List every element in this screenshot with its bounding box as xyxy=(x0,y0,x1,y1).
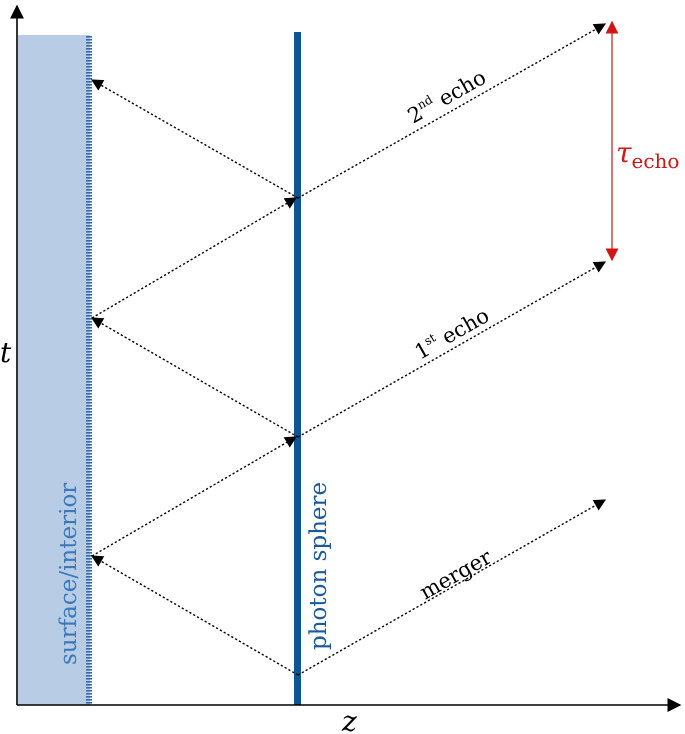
tau-echo-label: τecho xyxy=(616,136,679,173)
ray-first-echo xyxy=(297,261,607,438)
z-axis-label: z xyxy=(341,705,357,734)
ray-merger-ingoing xyxy=(90,555,299,676)
surface-edge xyxy=(86,35,92,705)
ray-reflect-2-up xyxy=(91,197,298,319)
merger-label: merger xyxy=(416,544,497,604)
ray-trapped-2 xyxy=(90,79,299,199)
light-rays xyxy=(90,23,607,676)
photon-sphere-line xyxy=(294,32,301,705)
surface-region xyxy=(18,35,90,705)
ray-second-echo xyxy=(297,23,607,199)
ray-reflect-1-up xyxy=(91,436,298,557)
surface-interior-label: surface/interior xyxy=(56,483,82,665)
ray-merger-outgoing xyxy=(297,499,607,676)
t-axis-label: t xyxy=(0,336,12,369)
photon-sphere-label: photon sphere xyxy=(306,482,332,650)
ray-trapped-1 xyxy=(90,317,299,438)
second-echo-label: 2nd echo xyxy=(403,64,490,128)
first-echo-label: 1st echo xyxy=(410,302,493,364)
